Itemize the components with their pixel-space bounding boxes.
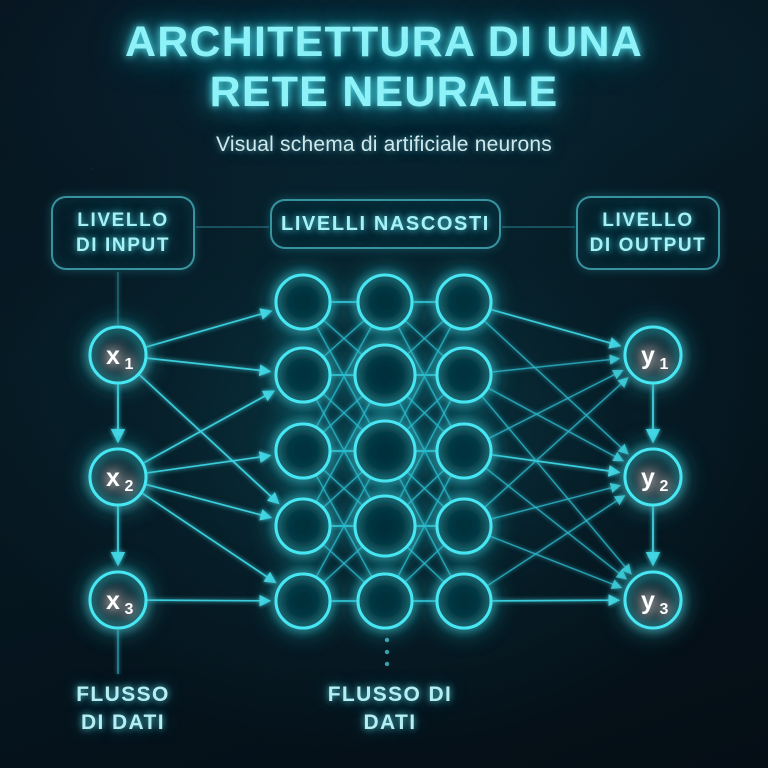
vertical-ellipsis-icon bbox=[384, 637, 390, 667]
layer-label-input[interactable]: LIVELLO DI INPUT bbox=[51, 196, 195, 270]
header: ARCHITETTURA DI UNA RETE NEURALE Visual … bbox=[0, 0, 768, 157]
caption-data-flow-hidden-line-1: FLUSSO DI bbox=[327, 683, 453, 706]
caption-data-flow-input-line-1: FLUSSO bbox=[76, 683, 170, 706]
node-label-subscript: 2 bbox=[660, 478, 669, 495]
node-label-subscript: 2 bbox=[125, 478, 134, 495]
hidden-node-h35[interactable] bbox=[435, 572, 493, 630]
node-label: x bbox=[106, 587, 120, 615]
page-title-line-1: ARCHITETTURA DI UNA bbox=[124, 18, 644, 66]
node-label-subscript: 3 bbox=[660, 601, 669, 618]
layer-label-input-line-1: LIVELLO bbox=[77, 210, 169, 231]
connection-edges bbox=[138, 301, 632, 607]
layer-label-hidden-text: LIVELLI NASCOSTI bbox=[281, 212, 490, 235]
hidden-node-h25[interactable] bbox=[356, 572, 414, 630]
node-label: y bbox=[641, 342, 655, 370]
hidden-node-h23[interactable] bbox=[353, 419, 417, 483]
hidden-node-h11[interactable] bbox=[274, 273, 332, 331]
page-title-line-2: RETE NEURALE bbox=[209, 68, 559, 116]
data-flow-stems bbox=[110, 272, 661, 674]
caption-data-flow-input-line-2: DI DATI bbox=[80, 711, 166, 734]
page-subtitle: Visual schema di artificiale neurons bbox=[216, 133, 552, 156]
hidden-node-h24[interactable] bbox=[353, 494, 417, 558]
hidden-node-h31[interactable] bbox=[435, 273, 493, 331]
node-label: x bbox=[106, 464, 120, 492]
hidden-node-h14[interactable] bbox=[274, 497, 332, 555]
node-label-subscript: 1 bbox=[660, 356, 669, 373]
hidden-node-h34[interactable] bbox=[435, 497, 493, 555]
layer-label-hidden[interactable]: LIVELLI NASCOSTI bbox=[270, 199, 501, 249]
node-label: y bbox=[641, 464, 655, 492]
caption-data-flow-hidden: FLUSSO DI DATI bbox=[290, 681, 490, 737]
layer-label-input-line-2: DI INPUT bbox=[75, 235, 171, 256]
hidden-node-h32[interactable] bbox=[435, 346, 493, 404]
hidden-node-h15[interactable] bbox=[274, 572, 332, 630]
caption-data-flow-input: FLUSSO DI DATI bbox=[38, 681, 208, 737]
hidden-node-h22[interactable] bbox=[353, 343, 417, 407]
layer-label-output[interactable]: LIVELLO DI OUTPUT bbox=[576, 196, 720, 270]
hidden-node-h33[interactable] bbox=[435, 422, 493, 480]
layer-label-output-line-1: LIVELLO bbox=[602, 210, 694, 231]
node-label-subscript: 3 bbox=[125, 601, 134, 618]
node-label: y bbox=[641, 587, 655, 615]
node-label-subscript: 1 bbox=[125, 356, 134, 373]
node-label: x bbox=[106, 342, 120, 370]
caption-data-flow-hidden-line-2: DATI bbox=[363, 711, 417, 734]
hidden-node-h21[interactable] bbox=[356, 273, 414, 331]
hidden-node-h13[interactable] bbox=[274, 422, 332, 480]
layer-label-output-line-2: DI OUTPUT bbox=[589, 235, 707, 256]
hidden-node-h12[interactable] bbox=[274, 346, 332, 404]
